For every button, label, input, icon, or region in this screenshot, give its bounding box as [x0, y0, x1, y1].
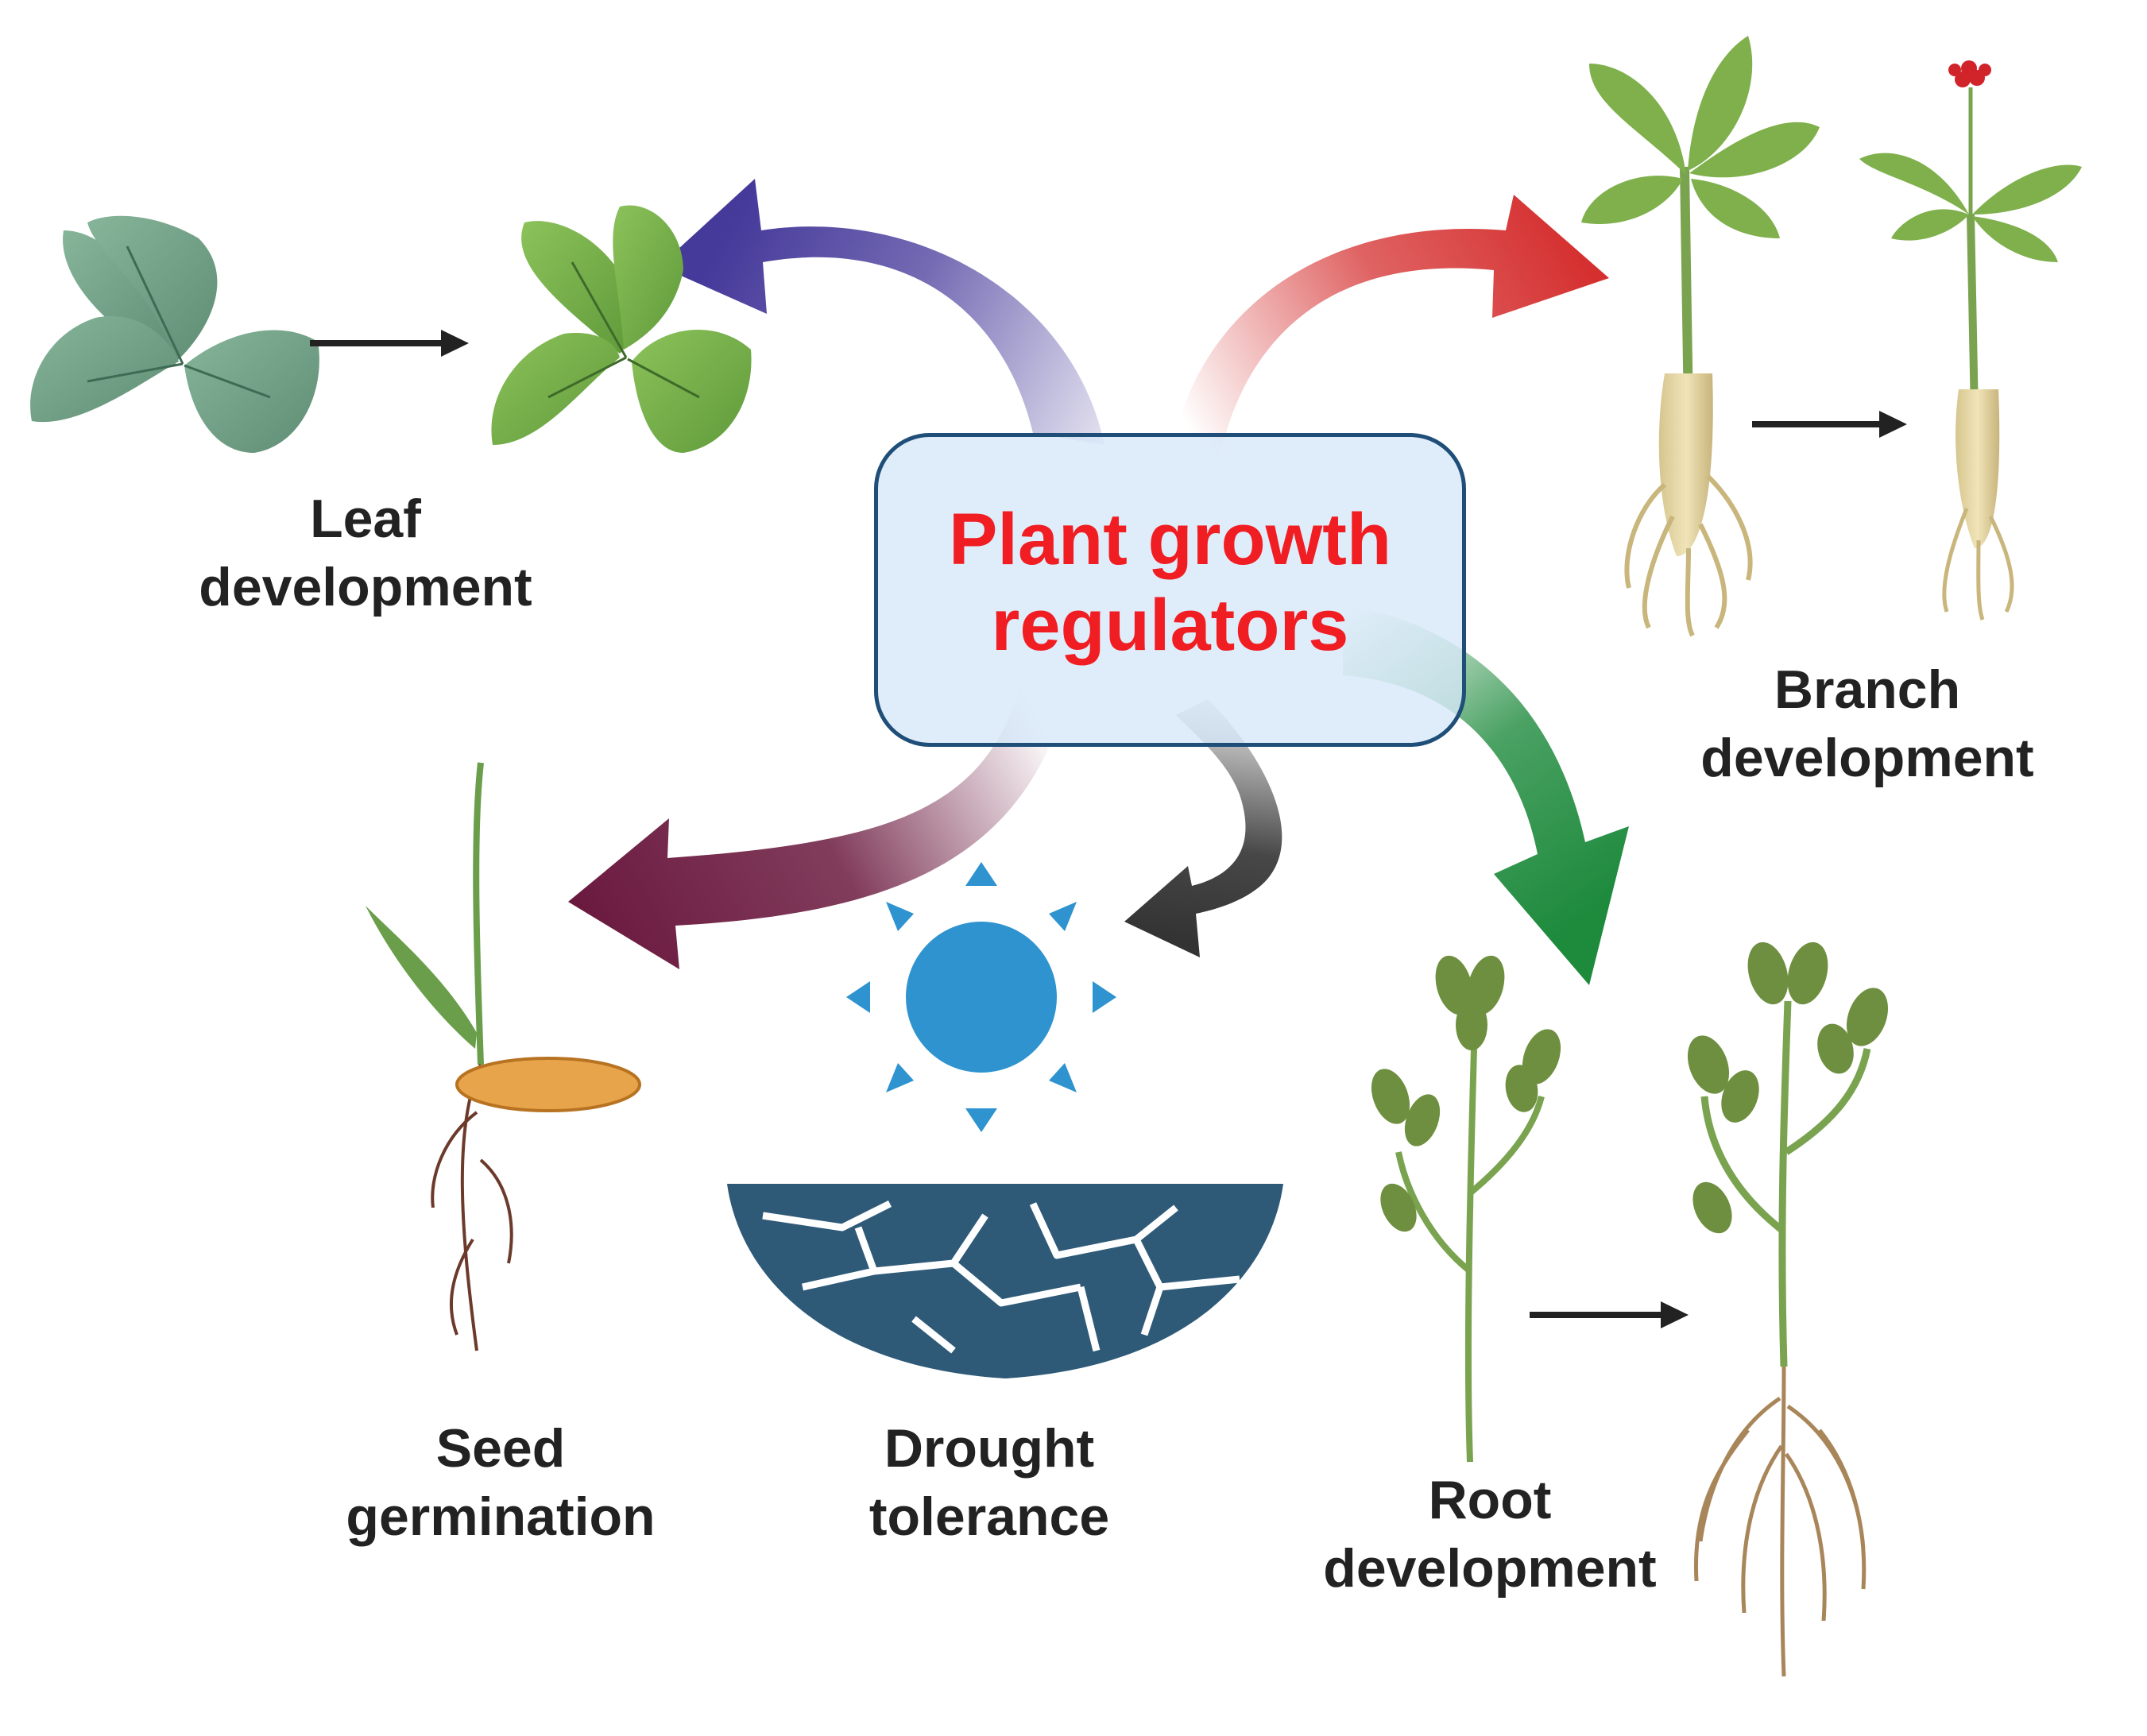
center-title-line1: Plant growth — [948, 499, 1392, 580]
arrow-right-icon — [310, 330, 469, 357]
cracked-soil-icon — [727, 1184, 1283, 1378]
arrow-to-drought — [1124, 699, 1282, 957]
arrow-to-seed — [568, 683, 1069, 969]
label-drought-tolerance: Drought tolerance — [868, 1418, 1110, 1547]
center-title: Plant growth regulators — [874, 497, 1466, 668]
arrow-right-icon — [1530, 1301, 1689, 1328]
peanut-plant-icon-after — [1687, 941, 1889, 1677]
center-title-line2: regulators — [991, 585, 1349, 666]
arrow-right-icon — [1752, 411, 1907, 438]
seedling-icon — [366, 762, 641, 1351]
ginseng-plant-icon-after — [1859, 60, 2082, 621]
arrow-to-branch — [1168, 195, 1609, 477]
label-branch-development: Branch development — [1700, 659, 2034, 788]
label-leaf-development: Leaf development — [199, 489, 532, 617]
arrow-to-root — [1343, 604, 1629, 985]
ginseng-plant-icon-before — [1581, 36, 1820, 637]
trifoliate-leaf-icon-after — [491, 205, 752, 453]
label-seed-germination: Seed germination — [346, 1418, 656, 1547]
arrow-to-leaf — [660, 179, 1104, 445]
trifoliate-leaf-icon-before — [30, 215, 319, 453]
label-root-development: Root development — [1323, 1470, 1657, 1599]
center-box — [874, 433, 1466, 747]
sun-icon — [846, 862, 1116, 1132]
peanut-plant-icon-before — [1371, 955, 1561, 1463]
